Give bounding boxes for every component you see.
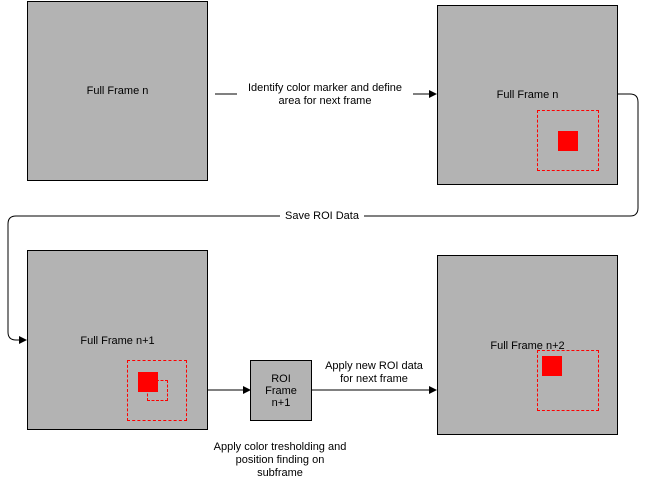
frame-label: Full Frame n xyxy=(496,89,559,101)
frame-label: Full Frame n+2 xyxy=(490,340,565,352)
roi-region xyxy=(127,360,187,421)
color-marker xyxy=(542,356,562,376)
roi-frame-box[interactable]: ROI Frame n+1 xyxy=(250,360,312,421)
frame-n-plus-2[interactable]: Full Frame n+2 xyxy=(437,255,618,435)
frame-label: Full Frame n xyxy=(86,85,149,97)
frame-n-1[interactable]: Full Frame n xyxy=(27,1,208,181)
roi-region xyxy=(537,350,599,411)
color-marker xyxy=(138,372,158,392)
roi-frame-label: ROI Frame n+1 xyxy=(265,372,297,409)
frame-n-plus-1[interactable]: Full Frame n+1 xyxy=(27,250,208,430)
identify-label: Identify color marker and define area fo… xyxy=(237,82,413,108)
frame-label: Full Frame n+1 xyxy=(80,335,155,347)
apply-roi-label: Apply new ROI data for next frame xyxy=(314,360,434,386)
save-roi-label: Save ROI Data xyxy=(280,210,364,223)
color-marker xyxy=(558,131,578,151)
frame-n-2[interactable]: Full Frame n xyxy=(437,5,618,185)
threshold-label: Apply color tresholding and position fin… xyxy=(213,441,347,479)
roi-region xyxy=(537,110,599,171)
